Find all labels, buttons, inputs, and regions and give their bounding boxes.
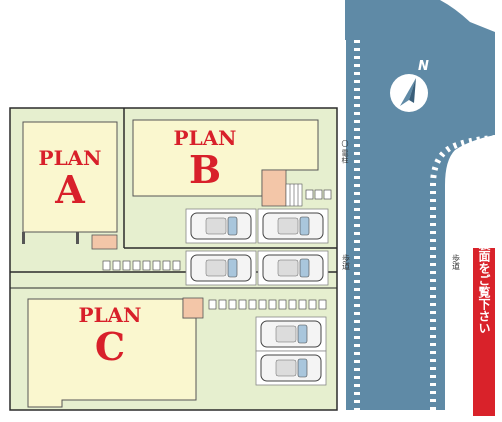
plan-c-word: PLAN — [79, 303, 142, 327]
parking-spaces — [185, 208, 329, 386]
fence-b — [305, 189, 332, 200]
lot-c: PLAN C — [27, 297, 327, 408]
steps-b — [285, 183, 303, 207]
car-roof — [277, 259, 299, 277]
compass-arrow-icon — [400, 78, 416, 106]
sidewalk-strip — [338, 40, 346, 410]
car-roof — [205, 217, 227, 235]
car-roof — [205, 259, 227, 277]
plan-b-word: PLAN — [174, 126, 237, 150]
car-icon — [257, 208, 329, 244]
lot-b: PLAN B — [132, 119, 332, 207]
fence-row-middle — [102, 260, 181, 271]
marker-label: 〇 電柱 — [341, 140, 349, 164]
car-icon — [255, 350, 327, 386]
banner-text: 間取り図は裏面をご覧下さい — [477, 178, 491, 334]
car-windshield — [227, 216, 238, 236]
compass: N — [390, 59, 429, 112]
car-windshield — [227, 258, 238, 278]
floorplan-notice-banner: 間取り図は裏面をご覧下さい — [473, 178, 495, 416]
entrance-b — [261, 169, 287, 207]
road-labels: 〇 電柱 歩道 歩道 — [341, 140, 461, 271]
road-surface — [345, 0, 495, 410]
compass-letter: N — [418, 59, 429, 74]
car-icon — [185, 208, 257, 244]
house-a — [22, 121, 118, 233]
sidewalk-label-right: 歩道 — [452, 253, 461, 271]
car-roof — [277, 217, 299, 235]
plan-b-letter: B — [189, 147, 221, 192]
plan-c-letter: C — [95, 324, 125, 369]
car-windshield — [299, 216, 310, 236]
car-windshield — [297, 358, 308, 378]
car-icon — [255, 316, 327, 352]
plan-a-letter: A — [54, 167, 85, 212]
banner-background — [473, 248, 495, 416]
car-icon — [257, 250, 329, 286]
entrance-c — [182, 297, 204, 319]
sidewalk-label-left: 歩道 — [342, 253, 351, 271]
car-windshield — [299, 258, 310, 278]
road — [338, 0, 496, 410]
entrance-a — [91, 234, 118, 250]
road-edge-right — [430, 135, 496, 410]
lot-a: PLAN A — [22, 121, 118, 250]
car-icon — [185, 250, 257, 286]
plan-a-word: PLAN — [39, 146, 102, 170]
car-roof — [275, 359, 297, 377]
car-windshield — [297, 324, 308, 344]
fence-c — [208, 299, 327, 310]
car-roof — [275, 325, 297, 343]
